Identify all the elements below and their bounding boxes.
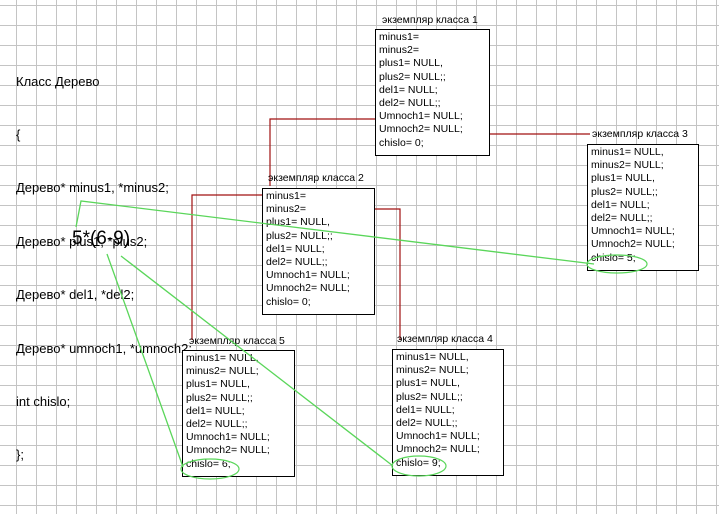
code-line: Дерево* minus1, *minus2; [16, 180, 169, 196]
code-line: Дерево* del1, *del2; [16, 287, 135, 303]
class-definition: Класс Дерево { Дерево* minus1, *minus2; … [16, 37, 192, 482]
link-instance2-minus1-to-instance5 [191, 194, 268, 340]
field: del1= NULL; [591, 198, 650, 211]
field: minus1= [379, 31, 419, 43]
field: minus2= NULL; [591, 159, 664, 172]
field: del2= NULL;; [396, 416, 458, 429]
field: del1= NULL; [186, 404, 245, 417]
field: plus2= NULL;; [591, 185, 658, 198]
field: minus1= NULL, [591, 146, 664, 158]
field: del1= NULL; [266, 242, 325, 255]
field: Umnoch1= NULL; [379, 110, 463, 123]
field: del2= NULL;; [591, 211, 653, 224]
field: plus2= NULL;; [186, 391, 253, 404]
field: plus2= NULL;; [396, 390, 463, 403]
field: Umnoch2= NULL; [379, 123, 463, 136]
field: minus1= NULL, [186, 352, 259, 364]
field: plus1= NULL, [379, 57, 443, 70]
code-line: }; [16, 447, 24, 463]
field: del2= NULL;; [186, 417, 248, 430]
instance-3-box: minus1= NULL, minus2= NULL; plus1= NULL,… [587, 144, 699, 271]
field: Umnoch2= NULL; [396, 443, 480, 456]
field: minus1= NULL, [396, 351, 469, 363]
field: chislo= 0; [379, 136, 424, 149]
code-line: Класс Дерево [16, 73, 100, 89]
field: Umnoch1= NULL; [591, 225, 675, 238]
field: Umnoch1= NULL; [266, 269, 350, 282]
instance-1-caption: экземпляр класса 1 [382, 14, 478, 26]
instance-2-caption: экземпляр класса 2 [268, 172, 364, 184]
field: minus2= NULL; [396, 364, 469, 377]
field: chislo= 0; [266, 295, 311, 308]
field: del1= NULL; [379, 83, 438, 96]
field: chislo= 9; [396, 456, 441, 469]
field: plus1= NULL, [396, 377, 460, 390]
field: Umnoch2= NULL; [591, 238, 675, 251]
field: del1= NULL; [396, 403, 455, 416]
field: del2= NULL;; [266, 255, 328, 268]
field: Umnoch2= NULL; [266, 282, 350, 295]
instance-4-box: minus1= NULL, minus2= NULL; plus1= NULL,… [392, 349, 504, 476]
instance-4-caption: экземпляр класса 4 [397, 333, 493, 345]
instance-3-caption: экземпляр класса 3 [592, 128, 688, 140]
field: plus2= NULL;; [266, 229, 333, 242]
instance-2-box: minus1= minus2= plus1= NULL, plus2= NULL… [262, 188, 375, 315]
code-line: Дерево* umnoch1, *umnoch2; [16, 340, 193, 356]
field: plus1= NULL, [186, 378, 250, 391]
field: minus2= NULL; [186, 365, 259, 378]
field: Umnoch1= NULL; [186, 431, 270, 444]
field: del2= NULL;; [379, 96, 441, 109]
field: minus2= [379, 44, 419, 57]
field: plus1= NULL, [591, 172, 655, 185]
field: chislo= 6; [186, 457, 231, 470]
instance-5-caption: экземпляр класса 5 [189, 335, 285, 347]
code-line: { [16, 126, 21, 142]
instance-5-box: minus1= NULL, minus2= NULL; plus1= NULL,… [182, 350, 295, 477]
code-line: int chislo; [16, 393, 71, 409]
field: chislo= 5; [591, 251, 636, 264]
instance-1-box: minus1= minus2= plus1= NULL, plus2= NULL… [375, 29, 490, 156]
field: plus2= NULL;; [379, 70, 446, 83]
expression-label: 5*(6-9) [72, 228, 131, 249]
field: minus1= [266, 190, 306, 202]
field: Umnoch2= NULL; [186, 444, 270, 457]
field: minus2= [266, 203, 306, 216]
field: Umnoch1= NULL; [396, 430, 480, 443]
field: plus1= NULL, [266, 216, 330, 229]
